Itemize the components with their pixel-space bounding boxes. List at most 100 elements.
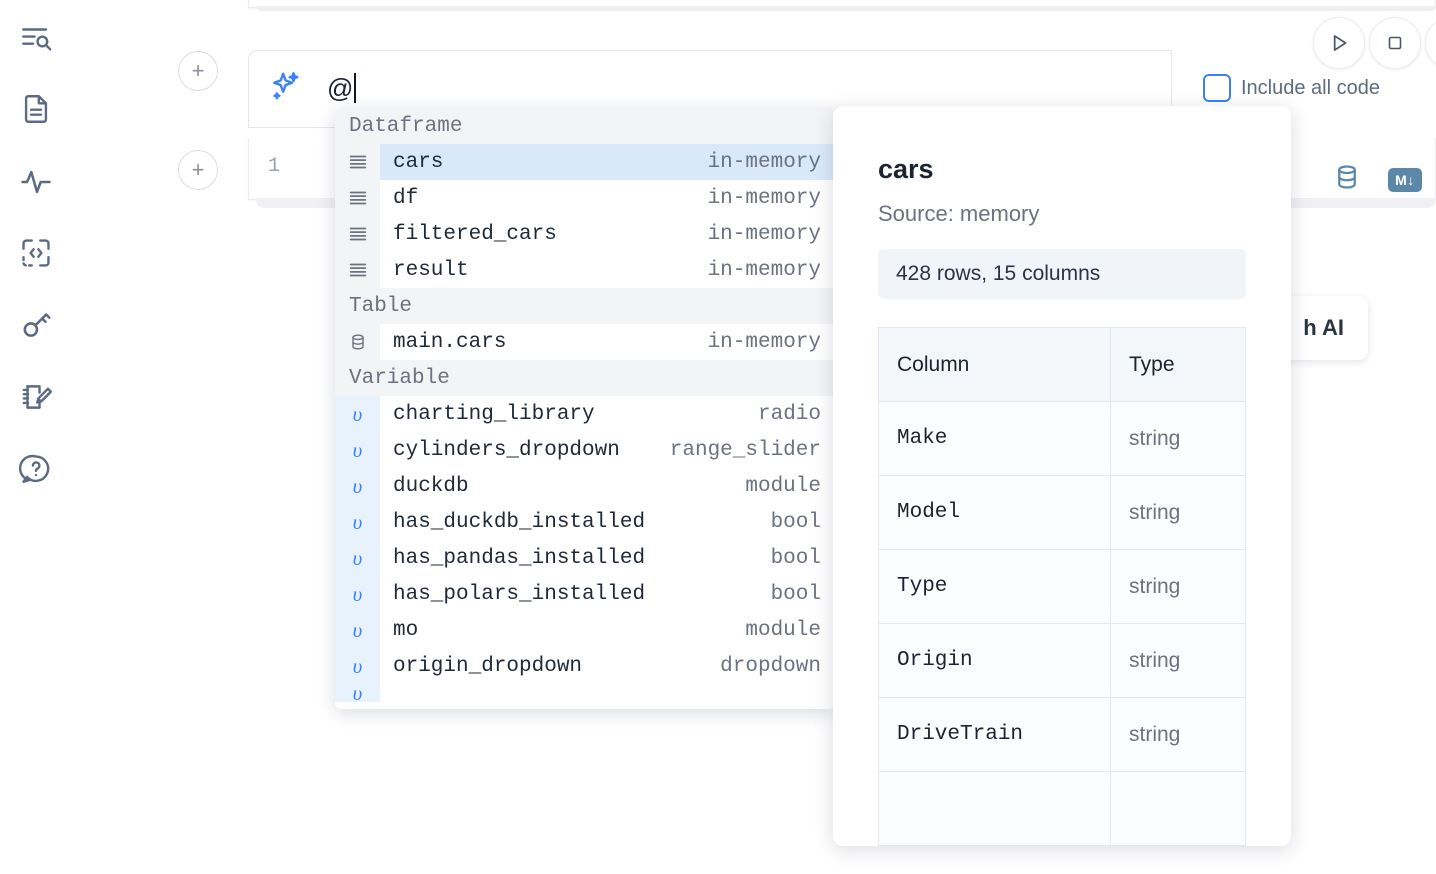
preview-title: cars	[878, 154, 934, 184]
autocomplete-item[interactable]: υ has_polars_installed bool	[335, 576, 835, 612]
autocomplete-item[interactable]: main.cars in-memory	[335, 324, 835, 360]
add-cell-above-button[interactable]: +	[178, 51, 218, 91]
autocomplete-item-name: mo	[393, 618, 419, 642]
autocomplete-item-meta: in-memory	[707, 330, 821, 354]
autocomplete-item-partial[interactable]: υ	[335, 684, 835, 702]
help-icon[interactable]	[12, 445, 60, 493]
include-all-code-checkbox[interactable]	[1203, 74, 1231, 102]
run-button[interactable]	[1313, 17, 1365, 69]
schema-column-name	[878, 771, 1111, 846]
line-number: 1	[268, 155, 281, 178]
variable-icon: υ	[335, 684, 380, 702]
autocomplete-item-name: origin_dropdown	[393, 654, 583, 678]
markdown-icon[interactable]: M↓	[1388, 167, 1422, 192]
stop-button[interactable]	[1369, 17, 1421, 69]
autocomplete-item-name: has_duckdb_installed	[393, 510, 646, 534]
key-icon[interactable]	[12, 301, 60, 349]
autocomplete-item-meta: bool	[770, 510, 821, 534]
dataframe-icon	[335, 216, 380, 252]
autocomplete-item[interactable]: υ origin_dropdown dropdown	[335, 648, 835, 684]
cell-toolbar: M↓	[1332, 162, 1422, 197]
table-row-partial	[878, 771, 1246, 846]
database-icon	[335, 324, 380, 360]
autocomplete-item-name: main.cars	[393, 330, 507, 354]
autocomplete-item-name: has_pandas_installed	[393, 546, 646, 570]
left-icon-rail	[0, 0, 72, 874]
preview-source: Source: memory	[878, 201, 1040, 226]
autocomplete-item-meta: bool	[770, 546, 821, 570]
code-embed-icon[interactable]	[12, 229, 60, 277]
more-actions-button[interactable]	[1425, 17, 1436, 69]
database-icon[interactable]	[1332, 162, 1362, 197]
variable-icon: υ	[335, 612, 380, 648]
autocomplete-item-meta: in-memory	[707, 186, 821, 210]
autocomplete-item-meta: in-memory	[707, 258, 821, 282]
variable-icon: υ	[335, 432, 380, 468]
autocomplete-item[interactable]: υ has_pandas_installed bool	[335, 540, 835, 576]
variable-icon: υ	[335, 648, 380, 684]
schema-column-type: string	[1110, 697, 1246, 772]
dataframe-icon	[335, 180, 380, 216]
dataframe-preview-panel: cars Source: memory 428 rows, 15 columns…	[833, 106, 1291, 846]
autocomplete-item-meta: module	[745, 618, 821, 642]
table-header-row: Column Type	[878, 327, 1246, 402]
variable-icon: υ	[335, 576, 380, 612]
autocomplete-item[interactable]: result in-memory	[335, 252, 835, 288]
autocomplete-item-meta: in-memory	[707, 222, 821, 246]
schema-column-name: Origin	[878, 623, 1111, 698]
dataframe-icon	[335, 144, 380, 180]
text-caret	[354, 73, 357, 103]
schema-column-name: Make	[878, 401, 1111, 476]
autocomplete-item-name: result	[393, 258, 469, 282]
autocomplete-group-header: Variable	[335, 360, 835, 396]
sparkle-icon	[269, 69, 303, 103]
autocomplete-item-name: cars	[393, 150, 444, 174]
file-text-icon[interactable]	[12, 85, 60, 133]
ai-prompt-input[interactable]: @	[327, 73, 357, 103]
autocomplete-item-name: duckdb	[393, 474, 469, 498]
column-header-column: Column	[878, 327, 1111, 402]
include-all-code-row[interactable]: Include all code	[1203, 74, 1380, 102]
autocomplete-item-name: has_polars_installed	[393, 582, 646, 606]
cell-top-shadow	[256, 6, 1436, 11]
activity-icon[interactable]	[12, 158, 60, 206]
schema-column-type: string	[1110, 549, 1246, 624]
autocomplete-group-header: Table	[335, 288, 835, 324]
autocomplete-item-meta: bool	[770, 582, 821, 606]
autocomplete-item[interactable]: cars in-memory	[335, 144, 835, 180]
variable-icon: υ	[335, 540, 380, 576]
autocomplete-item-meta: in-memory	[707, 150, 821, 174]
autocomplete-item-name: filtered_cars	[393, 222, 557, 246]
schema-column-type: string	[1110, 401, 1246, 476]
schema-column-name: DriveTrain	[878, 697, 1111, 772]
column-header-type: Type	[1110, 327, 1246, 402]
variable-icon: υ	[335, 468, 380, 504]
schema-column-name: Model	[878, 475, 1111, 550]
autocomplete-item[interactable]: df in-memory	[335, 180, 835, 216]
autocomplete-item-meta: radio	[757, 402, 821, 426]
scratchpad-icon[interactable]	[12, 373, 60, 421]
autocomplete-item-meta: range_slider	[669, 438, 821, 462]
schema-column-name: Type	[878, 549, 1111, 624]
schema-column-type	[1110, 771, 1246, 846]
include-all-code-label: Include all code	[1241, 76, 1380, 99]
autocomplete-item-name: charting_library	[393, 402, 595, 426]
explore-icon[interactable]	[12, 14, 60, 62]
autocomplete-item[interactable]: filtered_cars in-memory	[335, 216, 835, 252]
autocomplete-item-name: df	[393, 186, 419, 210]
dataframe-icon	[335, 252, 380, 288]
autocomplete-item-meta: module	[745, 474, 821, 498]
ai-prompt-value: @	[327, 73, 354, 103]
add-cell-below-button[interactable]: +	[178, 150, 218, 190]
autocomplete-item-meta: dropdown	[720, 654, 821, 678]
